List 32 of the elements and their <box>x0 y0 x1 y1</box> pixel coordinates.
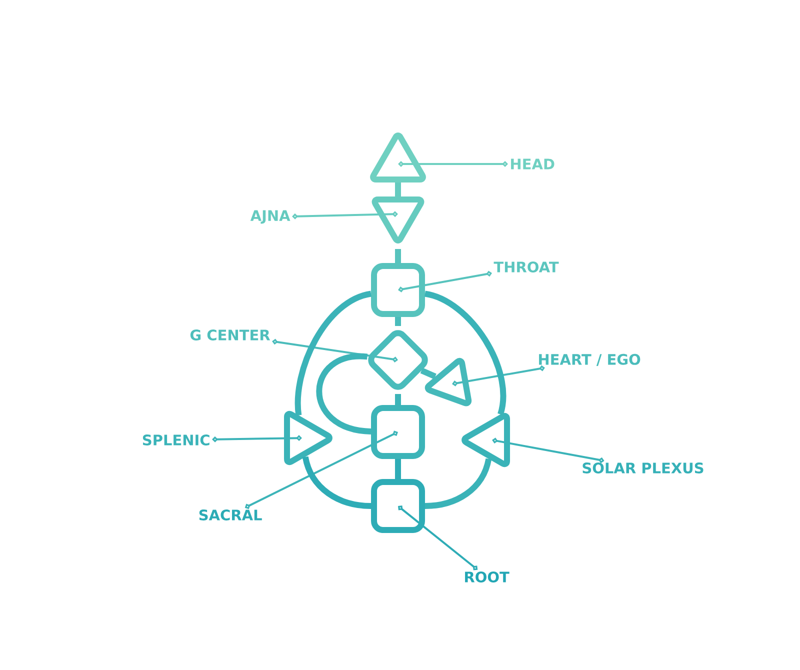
channel-line <box>395 317 401 326</box>
channel-line <box>395 182 401 196</box>
diamond-shape <box>368 330 428 390</box>
leader-line <box>398 161 508 167</box>
center-label: G CENTER <box>190 330 270 340</box>
center-label: THROAT <box>494 262 559 272</box>
channel-line <box>424 290 506 415</box>
center-label: AJNA <box>250 210 290 224</box>
leader-line <box>398 270 492 292</box>
leader-line <box>452 365 545 386</box>
triangle-shape <box>370 132 426 182</box>
channel-line <box>424 458 492 509</box>
center-label: SOLAR PLEXUS <box>582 462 704 474</box>
channel-line <box>316 354 372 434</box>
channel-line <box>420 368 436 380</box>
center-label: HEAD <box>511 158 554 170</box>
triangle-shape <box>372 196 424 244</box>
leader-line <box>398 506 478 570</box>
channel-line <box>395 249 401 263</box>
channel-line <box>395 394 401 405</box>
triangle-shape <box>424 358 472 406</box>
leader-line <box>212 435 302 442</box>
center-label: SPLENIC <box>142 434 210 446</box>
center-label: SACRAL <box>199 510 262 520</box>
center-label: HEART / EGO <box>539 354 640 366</box>
channel-line <box>302 456 372 509</box>
triangle-shape <box>462 412 510 468</box>
leader-line <box>292 211 398 220</box>
channel-line <box>395 459 401 479</box>
triangle-shape <box>284 410 332 466</box>
channel-line <box>294 290 372 416</box>
center-label: ROOT <box>465 572 510 582</box>
